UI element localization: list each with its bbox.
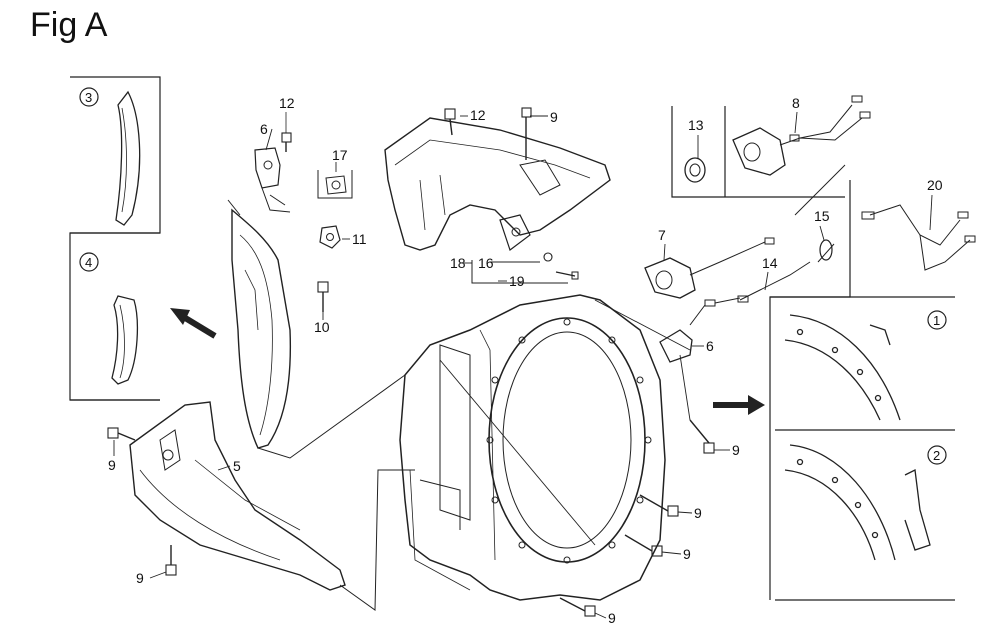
callout-1: 1	[927, 310, 947, 330]
side-shroud-left	[231, 208, 292, 449]
figure-title: Fig A	[30, 6, 108, 44]
screw-9-cover-d	[689, 419, 715, 454]
label-14: 14	[762, 255, 778, 271]
label-8: 8	[792, 95, 800, 111]
harness-20-box	[769, 180, 976, 600]
grommet-13	[684, 157, 706, 183]
label-10: 10	[314, 319, 330, 335]
label-9-left: 9	[108, 457, 116, 473]
harness-14	[689, 261, 811, 326]
callout-3-label: 3	[85, 90, 92, 105]
shroud-piece-4	[111, 295, 139, 385]
label-19: 19	[509, 273, 525, 289]
screw-9-left	[107, 427, 136, 441]
label-6-right: 6	[706, 338, 714, 354]
arrow-left	[170, 308, 217, 339]
label-16: 16	[478, 255, 494, 271]
label-leaders	[113, 111, 933, 619]
washer-16	[543, 252, 553, 262]
label-6-left: 6	[260, 121, 268, 137]
label-9-top: 9	[550, 109, 558, 125]
label-17: 17	[332, 147, 348, 163]
callout-1-label: 1	[933, 313, 940, 328]
switch-7	[644, 237, 775, 299]
screw-12-top	[444, 108, 456, 136]
clip-11	[319, 225, 341, 249]
screw-10	[317, 281, 329, 312]
clamp-15	[817, 239, 835, 263]
callout-2-label: 2	[933, 448, 940, 463]
label-7: 7	[658, 227, 666, 243]
label-9-cover-a: 9	[694, 505, 702, 521]
screw-9-lower-left	[165, 545, 177, 576]
screw-12-left	[281, 132, 292, 152]
label-9-cover-b: 9	[683, 546, 691, 562]
inset-panel-top-right	[671, 106, 846, 216]
arrow-right	[713, 395, 765, 415]
label-9-cover-c: 9	[608, 610, 616, 626]
label-18: 18	[450, 255, 466, 271]
detail-2-ring	[784, 444, 931, 561]
switch-8	[732, 95, 871, 176]
callout-2: 2	[927, 445, 947, 465]
shroud-piece-3	[115, 90, 141, 226]
screw-9-cover-c	[559, 597, 596, 617]
label-20: 20	[927, 177, 943, 193]
fan-cover	[399, 294, 666, 601]
label-13: 13	[688, 117, 704, 133]
fan-cover-bolt-holes	[486, 318, 652, 564]
detail-1-ring	[784, 314, 901, 421]
screw-9-top	[521, 107, 532, 160]
inset-panel-left	[69, 76, 161, 401]
callout-4: 4	[79, 252, 99, 272]
label-5: 5	[233, 458, 241, 474]
part-labels: 12 6 17 11 10 12 9 18 16 19 13 8 7 15 14…	[108, 95, 943, 626]
bracket-6-left	[254, 147, 281, 189]
label-12-top: 12	[470, 107, 486, 123]
screw-9-cover-b	[624, 534, 663, 557]
label-9-lower-left: 9	[136, 570, 144, 586]
label-9-right: 9	[732, 442, 740, 458]
label-11: 11	[352, 231, 367, 247]
fan-cover-opening	[488, 317, 646, 563]
label-12-left: 12	[279, 95, 295, 111]
top-bracket	[384, 117, 611, 251]
part-17-box	[317, 170, 353, 199]
inset-panel-right	[770, 296, 955, 601]
screw-19	[555, 271, 579, 280]
callout-4-label: 4	[85, 255, 92, 270]
screw-9-cover-a	[639, 494, 679, 517]
lower-shroud-5	[129, 401, 346, 591]
callout-3: 3	[79, 87, 99, 107]
connector-6-right	[659, 329, 693, 363]
label-15: 15	[814, 208, 830, 224]
